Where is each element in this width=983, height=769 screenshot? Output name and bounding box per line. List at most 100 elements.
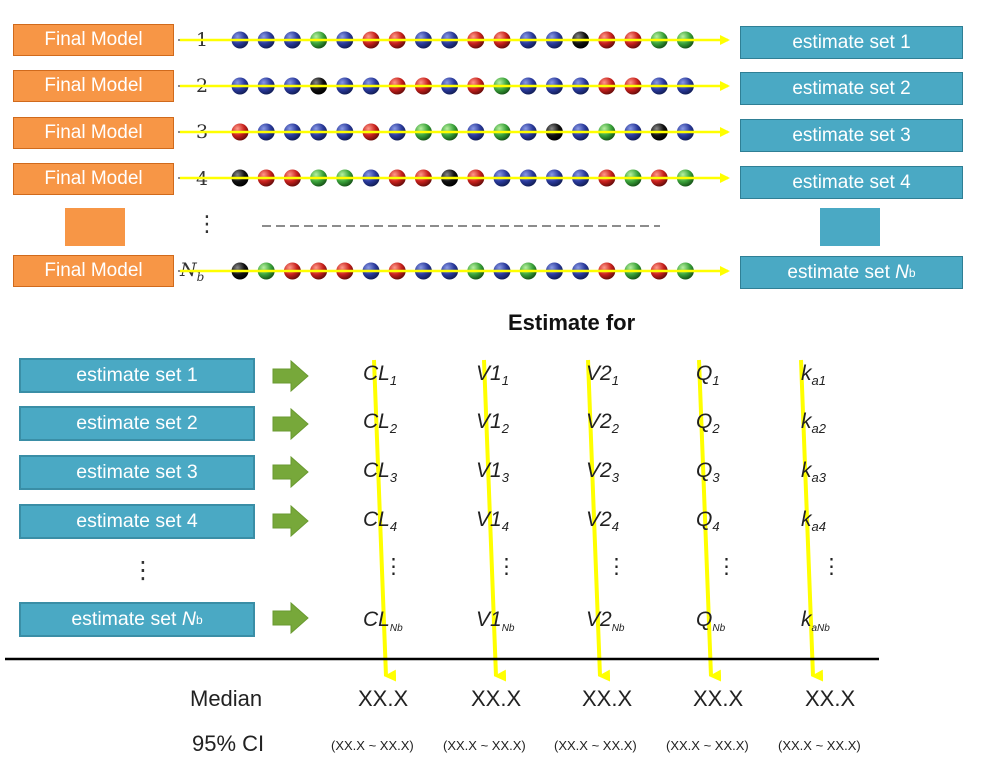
param-k-a1: ka1	[801, 362, 826, 388]
nb-subscript: b	[196, 269, 205, 284]
final-model-label: Final Model	[44, 29, 143, 50]
down-aggregation-arrow	[586, 359, 611, 682]
param-subscript: 2	[712, 421, 720, 437]
param-q-1: Q1	[696, 362, 720, 388]
estimate-set-box-3: estimate set 3	[740, 119, 963, 152]
column-vertical-ellipsis: ⋮	[383, 555, 404, 578]
param-name: k	[801, 459, 812, 482]
estimate-set-label: estimate set 4	[792, 171, 911, 193]
param-cl-2: CL2	[363, 410, 397, 436]
final-model-label: Final Model	[44, 260, 143, 281]
param-name: V2	[586, 608, 612, 631]
param-k-a3: ka3	[801, 459, 826, 485]
param-subscript: 2	[501, 421, 509, 437]
param-subscript: Nb	[501, 623, 515, 635]
lower-estimate-set-box-4: estimate set 4	[19, 504, 255, 539]
column-vertical-ellipsis: ⋮	[496, 555, 517, 578]
green-right-arrow	[272, 504, 309, 538]
param-subscript: 3	[712, 470, 720, 486]
median-value: XX.X	[805, 686, 856, 711]
param-name: CL	[363, 608, 390, 631]
param-subscript: Nb	[611, 623, 625, 635]
param-name: Q	[696, 608, 713, 631]
param-v2-4: V24	[586, 508, 619, 534]
param-name: Q	[696, 410, 713, 433]
param-v1-nb: V1Nb	[476, 608, 514, 634]
bead-row	[178, 262, 730, 280]
param-name: k	[801, 508, 812, 531]
median-value: XX.X	[471, 686, 522, 711]
param-subscript: 2	[389, 421, 398, 437]
param-name: V2	[586, 362, 612, 385]
down-aggregation-arrow	[697, 359, 722, 682]
green-arrows	[272, 359, 309, 635]
param-name: V2	[586, 410, 612, 433]
param-v1-3: V13	[476, 459, 509, 485]
param-subscript: a1	[811, 373, 826, 389]
estimate-set-label: estimate set 4	[76, 510, 198, 532]
green-right-arrow	[272, 407, 309, 441]
final-model-box-nb: Final Model	[13, 255, 174, 287]
final-model-box-2: Final Model	[13, 70, 174, 102]
param-subscript: 4	[712, 519, 720, 535]
param-name: k	[801, 362, 812, 385]
bead-row	[178, 77, 730, 95]
estimate-set-label: estimate set 3	[76, 461, 198, 483]
param-name: CL	[363, 410, 390, 433]
param-v1-4: V14	[476, 508, 509, 534]
ci-label: 95% CI	[192, 731, 265, 756]
param-subscript: 4	[611, 519, 619, 535]
param-cl-nb: CLNb	[363, 608, 403, 634]
down-aggregation-arrow	[482, 359, 507, 682]
param-name: V2	[586, 459, 612, 482]
param-subscript: 1	[501, 373, 509, 389]
param-cl-4: CL4	[363, 508, 397, 534]
lower-estimate-set-box-3: estimate set 3	[19, 455, 255, 490]
median-value: XX.X	[582, 686, 633, 711]
median-value: XX.X	[358, 686, 409, 711]
param-q-3: Q3	[696, 459, 720, 485]
param-name: CL	[363, 459, 390, 482]
param-q-4: Q4	[696, 508, 720, 534]
param-q-nb: QNb	[696, 608, 725, 634]
param-subscript: 4	[501, 519, 509, 535]
param-subscript: a3	[811, 470, 826, 486]
bead-row	[178, 169, 730, 187]
param-subscript: 2	[611, 421, 619, 437]
param-subscript: 1	[712, 373, 720, 389]
param-subscript: 1	[389, 373, 398, 389]
estimate-set-box-1: estimate set 1	[740, 26, 963, 59]
ci-value: (XX.X ~ XX.X)	[778, 738, 861, 753]
param-subscript: aNb	[811, 623, 830, 635]
median-label: Median	[190, 686, 263, 711]
vertical-ellipsis: ⋮	[196, 212, 218, 237]
param-subscript: 1	[611, 373, 619, 389]
param-name: CL	[363, 362, 390, 385]
estimate-set-box-4: estimate set 4	[740, 166, 963, 199]
left-vertical-ellipsis: ⋮	[131, 556, 155, 584]
estimate-set-nb-subscript: b	[908, 265, 916, 280]
param-name: V1	[476, 410, 502, 433]
lower-estimate-set-box-2: estimate set 2	[19, 406, 255, 441]
param-q-2: Q2	[696, 410, 720, 436]
estimate-set-label: estimate set 1	[76, 364, 198, 386]
param-subscript: 3	[611, 470, 619, 486]
final-model-box-4: Final Model	[13, 163, 174, 195]
param-subscript: a2	[811, 421, 826, 437]
param-v1-1: V11	[476, 362, 509, 388]
param-k-nb: kaNb	[801, 608, 830, 634]
estimate-set-label: estimate set 2	[792, 77, 911, 99]
column-vertical-ellipsis: ⋮	[821, 555, 842, 578]
estimate-set-label: estimate set 3	[792, 124, 911, 146]
param-name: Q	[696, 459, 713, 482]
param-subscript: a4	[811, 519, 826, 535]
final-model-box-3: Final Model	[13, 117, 174, 149]
param-subscript: Nb	[712, 623, 726, 635]
param-name: V1	[476, 362, 502, 385]
estimate-set-label: estimate set	[71, 608, 182, 630]
param-name: k	[801, 608, 812, 631]
bead-row	[178, 31, 730, 49]
bead-rows	[178, 31, 730, 280]
down-aggregation-arrow	[799, 359, 824, 682]
